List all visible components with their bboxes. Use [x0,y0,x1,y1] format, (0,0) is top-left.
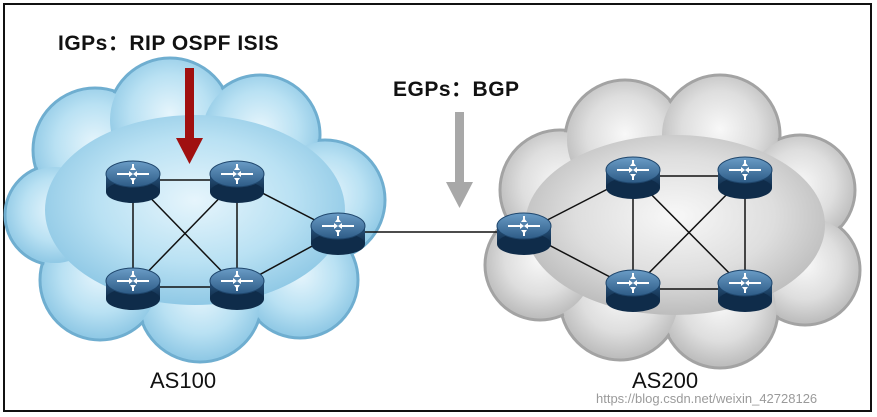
router-icon [105,267,161,311]
router-icon [105,160,161,204]
egp-down-arrow-icon [446,112,473,208]
router-icon [605,156,661,200]
as200-cloud [483,73,862,370]
router-icon [209,267,265,311]
egp-protocols-label: EGPs：BGP [393,78,520,101]
router-icon [310,212,366,256]
router-icon [717,269,773,313]
router-icon [209,160,265,204]
igp-down-arrow-icon [176,68,203,164]
as200-label: AS200 [632,368,699,393]
watermark: https://blog.csdn.net/weixin_42728126 [596,391,818,406]
as100-label: AS100 [150,368,217,393]
igp-protocols-label: IGPs：RIP OSPF ISIS [58,32,280,55]
router-icon [717,156,773,200]
router-icon [496,212,552,256]
router-icon [605,269,661,313]
as100-cloud [3,56,387,364]
